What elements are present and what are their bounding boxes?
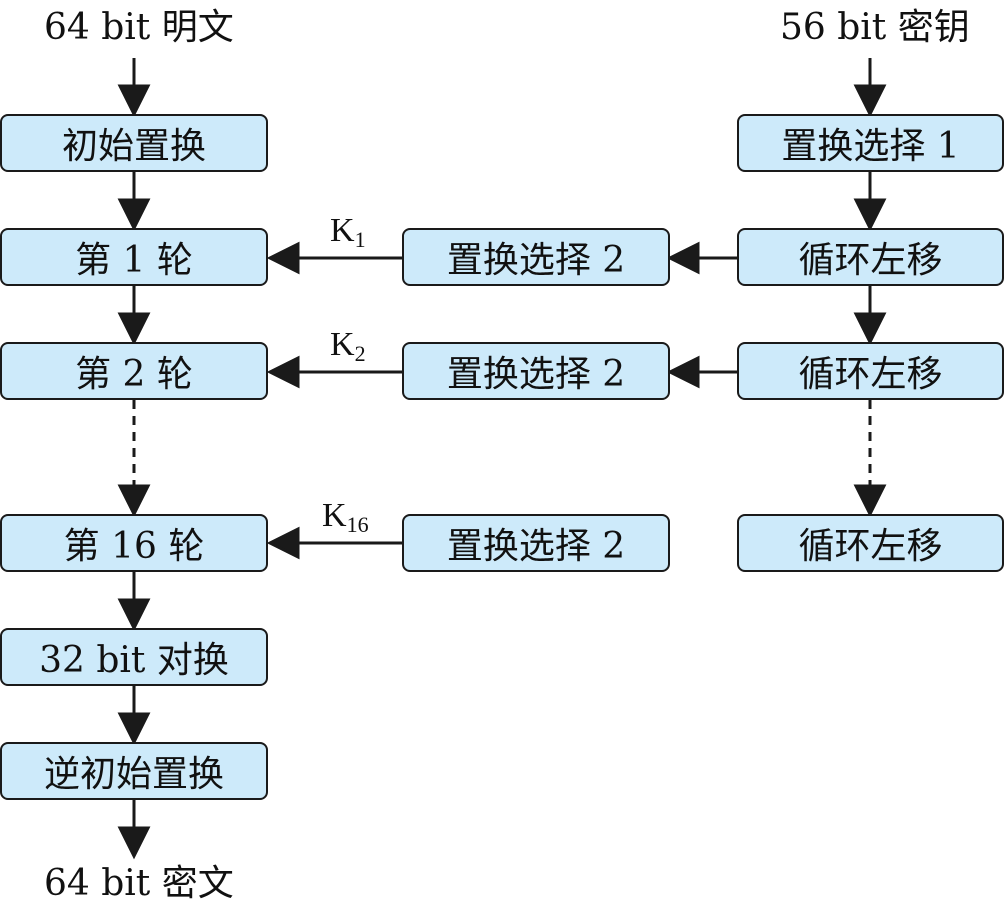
arrowhead <box>266 355 300 389</box>
subkey-k2-base: K <box>330 326 355 363</box>
arrowhead <box>853 312 887 346</box>
subkey-k1-label: K1 <box>330 214 366 251</box>
arrowhead <box>853 484 887 518</box>
arrowhead <box>117 198 151 232</box>
ciphertext-label: 64 bit 密文 <box>44 863 234 904</box>
arrowhead <box>117 826 151 860</box>
round-1-box: 第 1 轮 <box>0 228 268 286</box>
pc2-box-1: 置换选择 2 <box>402 228 670 286</box>
arrowhead <box>117 84 151 118</box>
arrowhead <box>266 241 300 275</box>
pc2-box-16: 置换选择 2 <box>402 514 670 572</box>
initial-permutation-box: 初始置换 <box>0 114 268 172</box>
arrowhead <box>117 598 151 632</box>
key-label: 56 bit 密钥 <box>780 7 970 48</box>
arrowhead <box>666 241 700 275</box>
round-2-box: 第 2 轮 <box>0 342 268 400</box>
left-shift-box-2: 循环左移 <box>737 342 1004 400</box>
arrowhead <box>117 712 151 746</box>
left-shift-box-1: 循环左移 <box>737 228 1004 286</box>
arrowhead <box>666 355 700 389</box>
pc1-box: 置换选择 1 <box>737 114 1004 172</box>
subkey-k16-base: K <box>322 497 347 534</box>
pc2-box-2: 置换选择 2 <box>402 342 670 400</box>
subkey-k1-base: K <box>330 212 355 249</box>
subkey-k16-sub: 16 <box>346 512 369 537</box>
arrowhead <box>117 312 151 346</box>
subkey-k16-label: K16 <box>322 499 369 536</box>
swap-box: 32 bit 对换 <box>0 628 268 686</box>
subkey-k2-sub: 2 <box>354 341 366 366</box>
subkey-k1-sub: 1 <box>354 227 366 252</box>
round-16-box: 第 16 轮 <box>0 514 268 572</box>
arrowhead <box>117 484 151 518</box>
left-shift-box-16: 循环左移 <box>737 514 1004 572</box>
subkey-k2-label: K2 <box>330 328 366 365</box>
arrowhead <box>853 84 887 118</box>
arrowhead <box>853 198 887 232</box>
arrowhead <box>266 526 300 560</box>
plaintext-label: 64 bit 明文 <box>44 7 234 48</box>
inverse-permutation-box: 逆初始置换 <box>0 742 268 800</box>
